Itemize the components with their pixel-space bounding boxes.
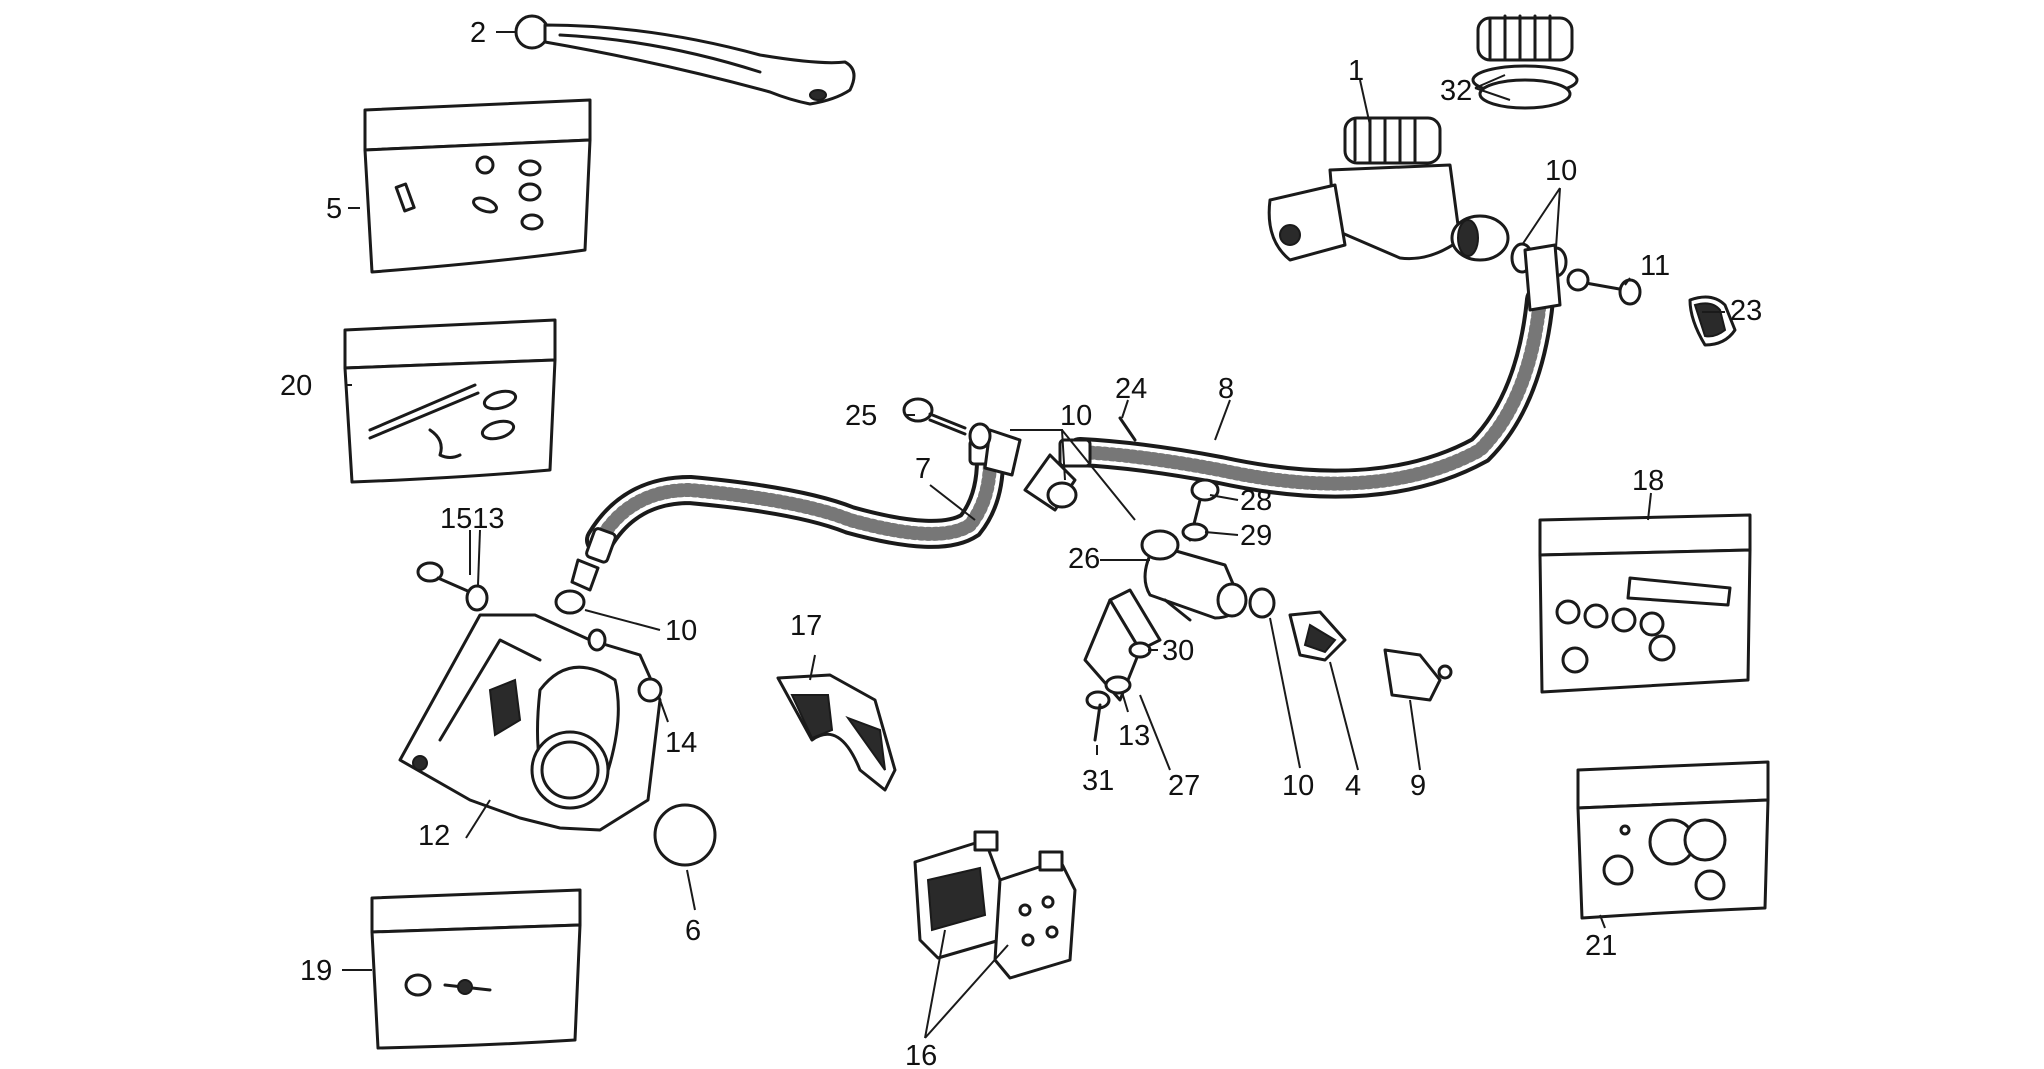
callout-28: 28 <box>1240 485 1272 517</box>
callout-7: 7 <box>915 453 931 485</box>
part-kit-bag-5 <box>363 98 592 274</box>
callout-16: 16 <box>905 1040 937 1069</box>
part-washer-13b <box>1104 675 1132 695</box>
part-washer-29 <box>1181 522 1209 542</box>
callout-10-caliper: 10 <box>665 615 697 647</box>
part-screw-15 <box>416 561 472 594</box>
callout-21: 21 <box>1585 930 1617 962</box>
callout-10-low: 10 <box>1282 770 1314 802</box>
callout-10-mid: 10 <box>1060 400 1092 432</box>
callout-5: 5 <box>326 193 342 225</box>
part-brake-hose-8 <box>1023 243 1562 512</box>
leader-lines <box>342 31 1725 1039</box>
part-plug-6 <box>653 803 717 867</box>
part-switch-cover-9 <box>1383 648 1453 702</box>
callout-23: 23 <box>1730 295 1762 327</box>
callout-17: 17 <box>790 610 822 642</box>
part-brake-hose-7 <box>570 428 1022 592</box>
part-banjo-bolt-25 <box>902 397 992 450</box>
callout-32: 32 <box>1440 75 1472 107</box>
part-brake-caliper-12 <box>398 613 662 832</box>
callout-10-top: 10 <box>1545 155 1577 187</box>
part-pad-spring-17 <box>776 673 897 792</box>
callout-1: 1 <box>1348 55 1364 87</box>
callout-11: 11 <box>1640 250 1670 282</box>
part-washer-10e <box>554 589 586 615</box>
callout-14: 14 <box>665 727 697 759</box>
part-brake-pads-16 <box>913 830 1077 980</box>
callout-31: 31 <box>1082 765 1114 797</box>
callout-2: 2 <box>470 17 486 49</box>
callout-29: 29 <box>1240 520 1272 552</box>
part-washer-10d <box>1248 587 1276 619</box>
part-washer-30 <box>1128 641 1152 659</box>
callout-24: 24 <box>1115 373 1147 405</box>
part-pin-24 <box>1118 416 1137 442</box>
callout-19: 19 <box>300 955 332 987</box>
part-kit-bag-20 <box>343 318 557 484</box>
part-cover-23 <box>1688 295 1737 347</box>
callout-1513: 1513 <box>440 503 505 535</box>
part-distributor-26 <box>1140 529 1248 622</box>
callout-26: 26 <box>1068 543 1100 575</box>
part-reservoir-cap-32 <box>1471 14 1579 110</box>
part-screw-31 <box>1085 690 1111 742</box>
part-washer-13 <box>465 584 489 612</box>
callout-8: 8 <box>1218 373 1234 405</box>
part-banjo-bolt-11 <box>1566 268 1642 306</box>
callout-20: 20 <box>280 370 312 402</box>
part-washer-10c <box>1046 481 1078 509</box>
part-pressure-switch-4 <box>1288 610 1347 662</box>
part-washer-14 <box>637 677 663 703</box>
callout-30: 30 <box>1162 635 1194 667</box>
callout-4: 4 <box>1345 770 1361 802</box>
callout-25: 25 <box>845 400 877 432</box>
callout-12: 12 <box>418 820 450 852</box>
callout-9: 9 <box>1410 770 1426 802</box>
callout-6: 6 <box>685 915 701 947</box>
callout-27: 27 <box>1168 770 1200 802</box>
part-kit-bag-18 <box>1538 513 1752 694</box>
part-kit-bag-19 <box>370 888 582 1050</box>
callout-13b: 13 <box>1118 720 1150 752</box>
part-brake-lever <box>514 14 856 106</box>
part-kit-bag-21 <box>1576 760 1770 920</box>
part-master-cylinder-1 <box>1267 116 1510 262</box>
callout-18: 18 <box>1632 465 1664 497</box>
callout-labels: 2 5 20 1 32 10 11 23 24 8 25 10 7 28 29 … <box>280 17 1762 1069</box>
